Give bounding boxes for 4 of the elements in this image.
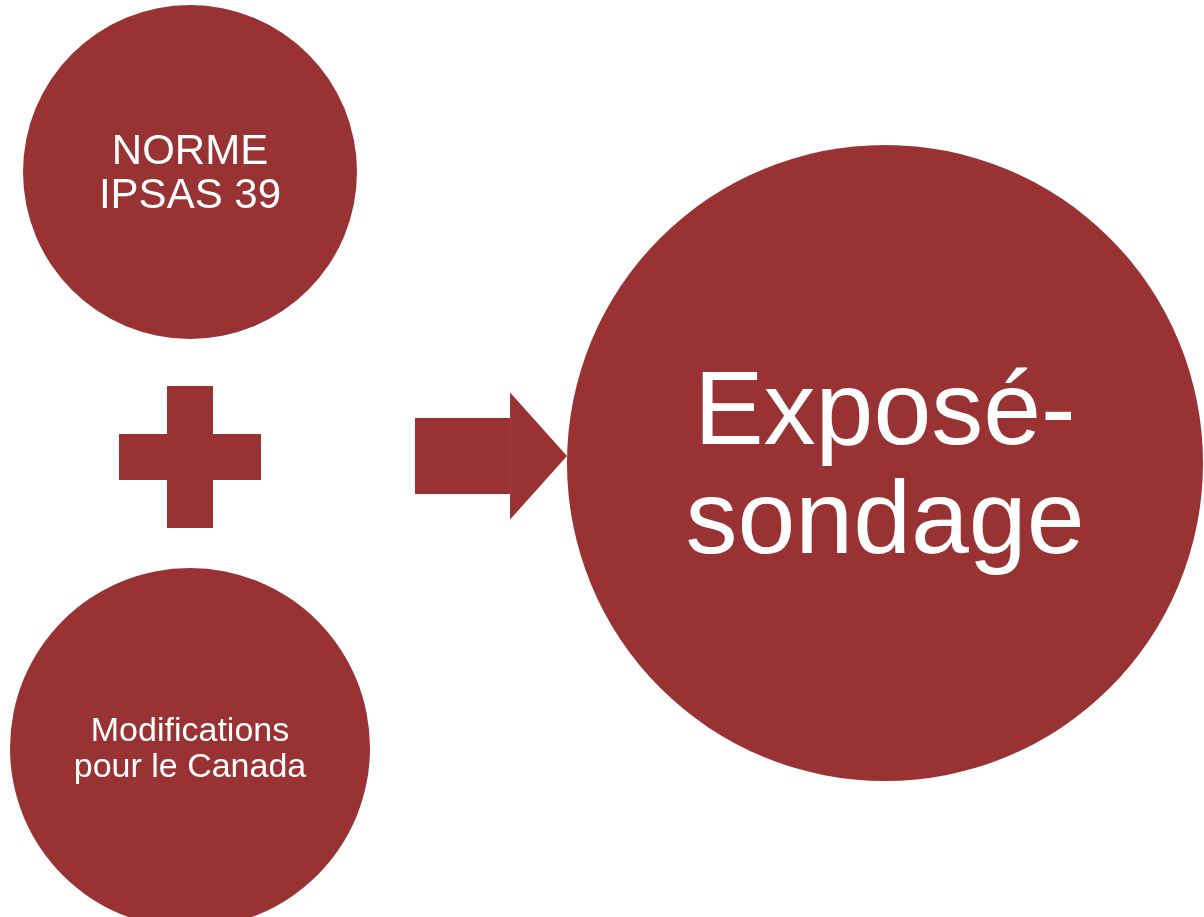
node-text: NORME IPSAS 39 [97, 127, 283, 217]
node-text: Modifications pour le Canada [72, 712, 308, 784]
node-text: Exposé-sondage [684, 353, 1086, 573]
block-arrow [415, 392, 568, 520]
